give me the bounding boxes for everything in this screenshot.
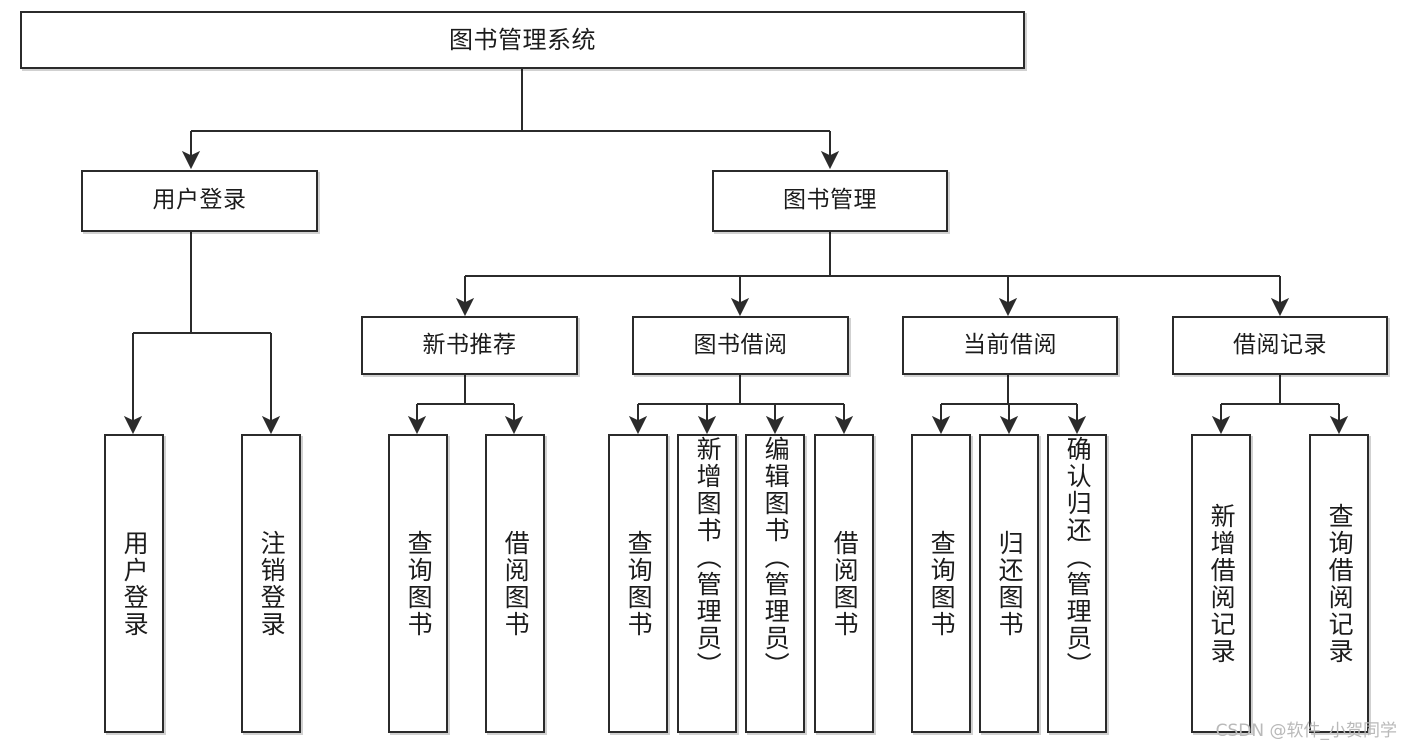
node-label: 用户登录	[120, 529, 150, 638]
node-label: 查询借阅记录	[1325, 502, 1355, 665]
node-label: 查询图书	[624, 529, 654, 638]
node-label: 图书管理	[783, 187, 877, 214]
leaf-book-borrow-query-books[interactable]: 查询图书	[608, 434, 668, 733]
node-user-login[interactable]: 用户登录	[81, 170, 318, 232]
node-new-book-recommendation[interactable]: 新书推荐	[361, 316, 578, 375]
node-book-borrowing[interactable]: 图书借阅	[632, 316, 849, 375]
leaf-current-borrow-confirm-return-admin[interactable]: 确认归还（管理员）	[1047, 434, 1107, 733]
node-label: 图书借阅	[693, 331, 788, 358]
leaf-book-borrow-borrow-books[interactable]: 借阅图书	[814, 434, 874, 733]
node-current-borrowing[interactable]: 当前借阅	[902, 316, 1118, 375]
csdn-watermark: CSDN @软件_小贺同学	[1215, 721, 1397, 741]
node-label: 新书推荐	[422, 331, 517, 358]
node-label: 用户登录	[152, 187, 247, 214]
node-label: 当前借阅	[963, 331, 1057, 358]
leaf-user-login-signin[interactable]: 用户登录	[104, 434, 164, 733]
leaf-current-borrow-return-books[interactable]: 归还图书	[979, 434, 1039, 733]
node-borrowing-record[interactable]: 借阅记录	[1172, 316, 1388, 375]
node-label: 查询图书	[927, 529, 957, 638]
node-label: 归还图书	[995, 529, 1025, 638]
node-label: 借阅记录	[1233, 331, 1327, 358]
node-label: 借阅图书	[501, 529, 531, 638]
node-label: 借阅图书	[830, 529, 860, 638]
node-label: 编辑图书（管理员）	[761, 436, 791, 679]
node-label: 查询图书	[404, 529, 434, 638]
node-root-book-management-system[interactable]: 图书管理系统	[20, 11, 1025, 69]
node-label: 确认归还（管理员）	[1063, 436, 1093, 679]
node-label: 图书管理系统	[449, 25, 596, 54]
leaf-book-borrow-add-book-admin[interactable]: 新增图书（管理员）	[677, 434, 737, 733]
leaf-user-login-signout[interactable]: 注销登录	[241, 434, 301, 733]
leaf-borrow-record-query-record[interactable]: 查询借阅记录	[1309, 434, 1369, 733]
leaf-new-book-borrow-books[interactable]: 借阅图书	[485, 434, 545, 733]
leaf-current-borrow-query-books[interactable]: 查询图书	[911, 434, 971, 733]
node-label: 新增图书（管理员）	[693, 436, 723, 679]
node-book-management[interactable]: 图书管理	[712, 170, 948, 232]
leaf-book-borrow-edit-book-admin[interactable]: 编辑图书（管理员）	[745, 434, 805, 733]
leaf-new-book-query-books[interactable]: 查询图书	[388, 434, 448, 733]
node-label: 注销登录	[257, 529, 287, 638]
leaf-borrow-record-add-record[interactable]: 新增借阅记录	[1191, 434, 1251, 733]
node-label: 新增借阅记录	[1207, 502, 1237, 665]
